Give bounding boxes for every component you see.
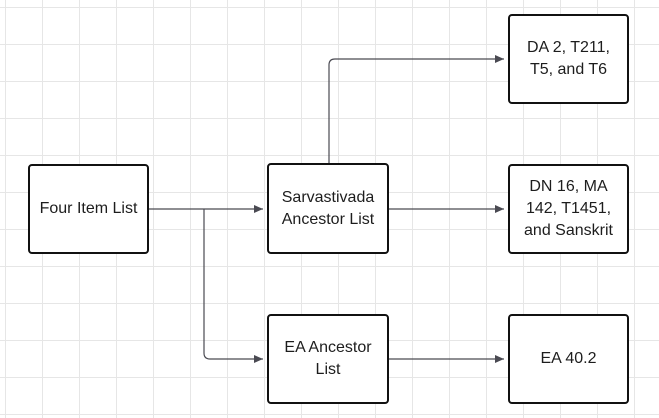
node-ea-ancestor-list[interactable]: EA Ancestor List	[267, 314, 389, 404]
node-dn16-ma142-t1451-sanskrit[interactable]: DN 16, MA 142, T1451, and Sanskrit	[508, 164, 629, 254]
edge-four-to-ea-ancestor	[203, 209, 263, 363]
node-da2-t211-t5-t6[interactable]: DA 2, T211, T5, and T6	[508, 14, 629, 104]
node-label: Four Item List	[39, 200, 138, 217]
node-ea-40-2[interactable]: EA 40.2	[508, 314, 629, 404]
node-label: EA Ancestor List	[284, 339, 372, 378]
node-label: DA 2, T211, T5, and T6	[526, 39, 610, 78]
node-sarvastivada-ancestor-list[interactable]: Sarvastivada Ancestor List	[267, 163, 389, 254]
node-four-item-list[interactable]: Four Item List	[28, 164, 149, 254]
node-label: DN 16, MA 142, T1451, and Sanskrit	[524, 178, 613, 239]
node-label: Sarvastivada Ancestor List	[281, 188, 375, 228]
edge-sarvastivada-to-da2	[328, 55, 504, 163]
node-label: EA 40.2	[540, 350, 597, 367]
